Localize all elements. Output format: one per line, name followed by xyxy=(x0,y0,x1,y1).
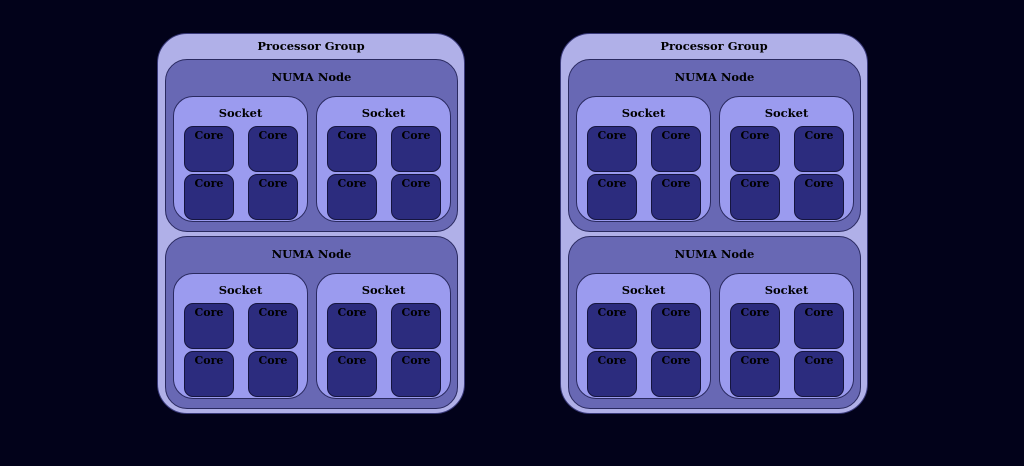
core: Core xyxy=(327,126,377,172)
core-label: Core xyxy=(740,129,770,142)
core: Core xyxy=(184,126,234,172)
core: Core xyxy=(327,351,377,397)
core: Core xyxy=(587,126,637,172)
core: Core xyxy=(391,174,441,220)
numa-node-label: NUMA Node xyxy=(674,247,755,261)
core-label: Core xyxy=(401,306,431,319)
core-label: Core xyxy=(194,177,224,190)
core: Core xyxy=(730,126,780,172)
numa-node-label: NUMA Node xyxy=(271,70,352,84)
core: Core xyxy=(248,303,298,349)
core-label: Core xyxy=(740,306,770,319)
socket-label: Socket xyxy=(764,106,809,120)
core-label: Core xyxy=(804,177,834,190)
socket-label: Socket xyxy=(361,106,406,120)
core: Core xyxy=(248,174,298,220)
core: Core xyxy=(651,351,701,397)
numa-node-label: NUMA Node xyxy=(674,70,755,84)
core-label: Core xyxy=(337,177,367,190)
core-label: Core xyxy=(597,177,627,190)
core-label: Core xyxy=(804,306,834,319)
core: Core xyxy=(587,351,637,397)
core: Core xyxy=(327,303,377,349)
core: Core xyxy=(794,351,844,397)
processor-group-label: Processor Group xyxy=(257,39,365,53)
core: Core xyxy=(327,174,377,220)
core: Core xyxy=(730,351,780,397)
socket-label: Socket xyxy=(218,106,263,120)
core-label: Core xyxy=(597,354,627,367)
core: Core xyxy=(651,303,701,349)
core: Core xyxy=(391,126,441,172)
core-label: Core xyxy=(194,306,224,319)
numa-node-label: NUMA Node xyxy=(271,247,352,261)
socket-label: Socket xyxy=(621,106,666,120)
core: Core xyxy=(184,174,234,220)
core: Core xyxy=(794,303,844,349)
core: Core xyxy=(391,303,441,349)
core: Core xyxy=(184,351,234,397)
core: Core xyxy=(391,351,441,397)
core: Core xyxy=(248,351,298,397)
core: Core xyxy=(730,303,780,349)
core: Core xyxy=(730,174,780,220)
core-label: Core xyxy=(597,306,627,319)
core-label: Core xyxy=(740,177,770,190)
core: Core xyxy=(651,126,701,172)
socket-label: Socket xyxy=(218,283,263,297)
core-label: Core xyxy=(661,354,691,367)
core-label: Core xyxy=(194,354,224,367)
core-label: Core xyxy=(194,129,224,142)
core-label: Core xyxy=(258,306,288,319)
core: Core xyxy=(184,303,234,349)
socket-label: Socket xyxy=(361,283,406,297)
core-label: Core xyxy=(401,354,431,367)
processor-group-label: Processor Group xyxy=(660,39,768,53)
core: Core xyxy=(651,174,701,220)
core-label: Core xyxy=(804,129,834,142)
core-label: Core xyxy=(661,177,691,190)
core-label: Core xyxy=(661,129,691,142)
core-label: Core xyxy=(804,354,834,367)
core-label: Core xyxy=(337,129,367,142)
core: Core xyxy=(248,126,298,172)
core-label: Core xyxy=(597,129,627,142)
core-label: Core xyxy=(258,129,288,142)
core-label: Core xyxy=(661,306,691,319)
core-label: Core xyxy=(337,306,367,319)
core: Core xyxy=(794,174,844,220)
core-label: Core xyxy=(401,177,431,190)
socket-label: Socket xyxy=(621,283,666,297)
core-label: Core xyxy=(401,129,431,142)
core-label: Core xyxy=(258,354,288,367)
core: Core xyxy=(587,174,637,220)
core: Core xyxy=(587,303,637,349)
core-label: Core xyxy=(740,354,770,367)
core-label: Core xyxy=(337,354,367,367)
core-label: Core xyxy=(258,177,288,190)
core: Core xyxy=(794,126,844,172)
socket-label: Socket xyxy=(764,283,809,297)
